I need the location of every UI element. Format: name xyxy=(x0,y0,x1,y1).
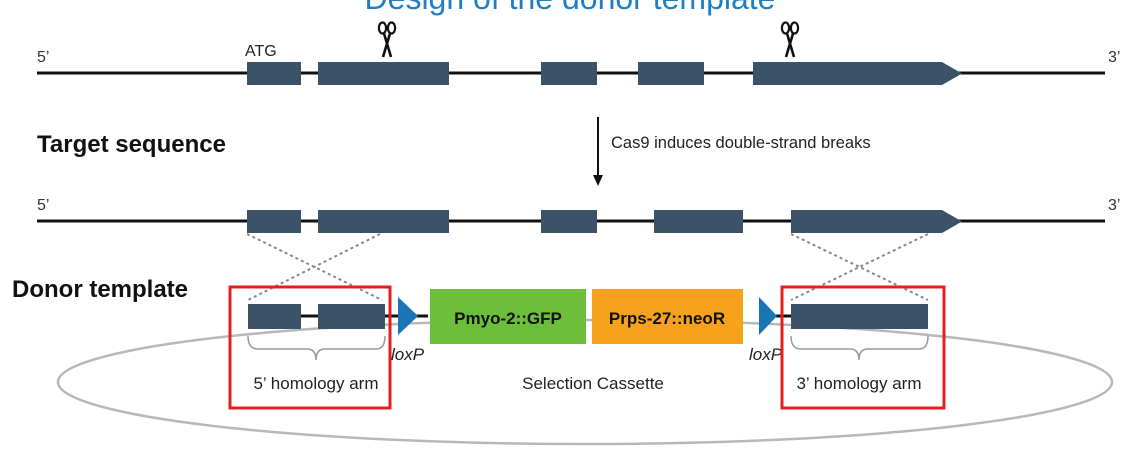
target-strand: 5’ 3’ ATG xyxy=(37,43,1120,85)
donor-strand: Pmyo-2::GFP Prps-27::neoR loxP loxP xyxy=(248,289,928,364)
target-sequence-label: Target sequence xyxy=(37,131,226,158)
arrow-down-icon xyxy=(593,117,603,186)
exon-2-cut xyxy=(318,210,449,233)
crossover-lines xyxy=(246,233,929,301)
exon-3 xyxy=(541,62,597,85)
selection-cassette-label: Selection Cassette xyxy=(522,374,664,393)
left-homology-label: 5’ homology arm xyxy=(253,374,378,393)
diagram-title: Design of the donor template xyxy=(0,0,1140,17)
crossover-right-a xyxy=(790,233,929,301)
exon-3-cut xyxy=(541,210,597,233)
exon-4 xyxy=(638,62,704,85)
cut-strand: 5’ 3’ xyxy=(37,197,1120,233)
atg-label: ATG xyxy=(245,43,277,60)
crossover-left-b xyxy=(247,233,381,301)
donor-exon-2 xyxy=(318,304,385,329)
cut-five-prime-label: 5’ xyxy=(37,197,49,214)
right-homology-label: 3’ homology arm xyxy=(796,374,921,393)
donor-exon-1 xyxy=(248,304,301,329)
neo-cassette-box xyxy=(592,289,743,344)
gfp-cassette-box xyxy=(430,289,586,344)
loxp-triangle-icon xyxy=(759,297,777,335)
scissors-icon xyxy=(377,21,397,58)
homology-brackets xyxy=(247,335,929,361)
right-homology-bracket xyxy=(790,335,929,361)
left-homology-bracket xyxy=(247,335,386,361)
loxp-left-label: loxP xyxy=(391,345,425,364)
target-three-prime-label: 3’ xyxy=(1108,49,1120,66)
exon-5-cut-arrow xyxy=(791,210,962,233)
exon-4-cut xyxy=(654,210,743,233)
cut-three-prime-label: 3’ xyxy=(1108,197,1120,214)
exon-5-arrow xyxy=(753,62,962,85)
exon-1-cut xyxy=(247,210,301,233)
crossover-right-b xyxy=(790,233,929,301)
target-five-prime-label: 5’ xyxy=(37,49,49,66)
loxp-triangle-icon xyxy=(398,297,418,335)
donor-exon-5 xyxy=(791,304,928,329)
left-homology-highlight xyxy=(228,285,392,410)
exon-2 xyxy=(318,62,449,85)
neo-label: Prps-27::neoR xyxy=(609,309,725,328)
cas9-note: Cas9 induces double-strand breaks xyxy=(611,134,871,152)
donor-template-label: Donor template xyxy=(12,276,189,303)
crossover-left-a xyxy=(246,233,383,301)
scissors-icon xyxy=(780,21,800,58)
loxp-right-label: loxP xyxy=(749,345,783,364)
right-homology-highlight xyxy=(780,285,946,410)
exon-1 xyxy=(247,62,301,85)
gfp-label: Pmyo-2::GFP xyxy=(454,309,562,328)
